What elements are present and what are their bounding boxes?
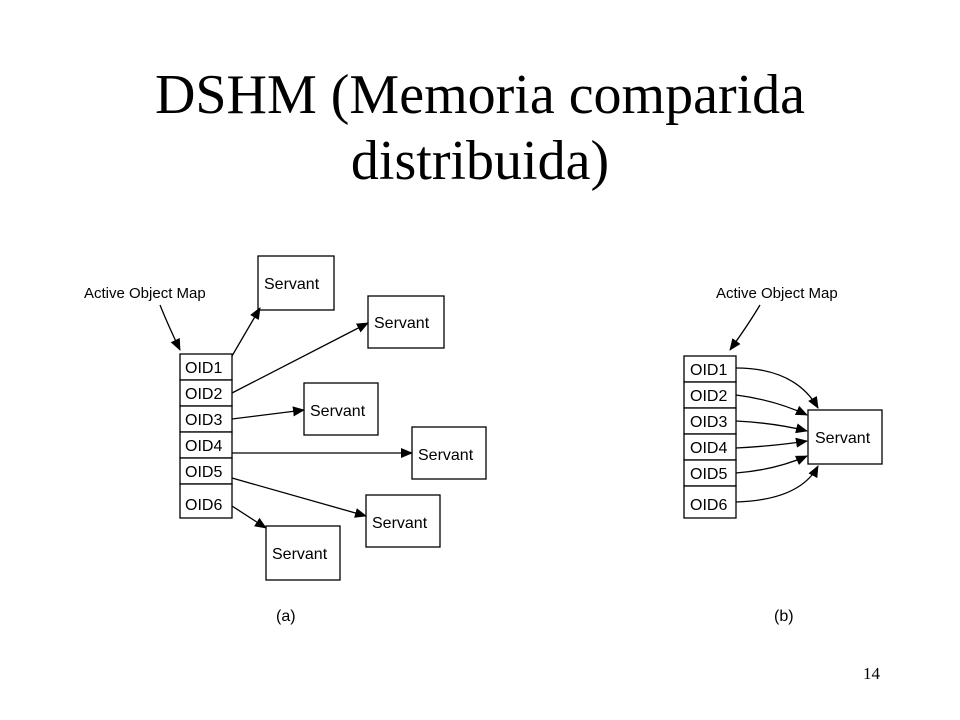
arrow-oid3-to-servant-a-3: [231, 406, 305, 420]
slide-title-line-2: distribuida): [350, 130, 610, 192]
arrow-oid1-to-servant-a-1: [231, 307, 261, 357]
arrow-oid5-to-servant-b: [735, 455, 808, 474]
servant-box-a-4: Servant: [411, 426, 487, 480]
servant-label-a-4: Servant: [418, 447, 474, 464]
oid-label-b-3: OID3: [690, 414, 727, 431]
oid-cell-b-3: [683, 407, 737, 435]
servant-label-a-2: Servant: [374, 315, 430, 332]
arrow-oid5-to-servant-a-5: [231, 477, 367, 518]
servant-box-a-3: Servant: [303, 382, 379, 436]
servant-box-a-1: Servant: [257, 255, 335, 311]
arrow-oid1-to-servant-b: [735, 367, 819, 409]
servant-box-a-2: Servant: [367, 295, 445, 349]
oid-cell-a-6: [179, 483, 233, 519]
active-object-map-label-a: Active Object Map: [84, 285, 206, 302]
oid-label-a-2: OID2: [185, 386, 222, 403]
oid-label-b-5: OID5: [690, 466, 727, 483]
map-label-arrow-a: [159, 304, 181, 351]
arrow-oid4-to-servant-b: [735, 437, 808, 449]
diagram-a: Active Object Map OID1 OID2 OID3 OID4 OI…: [84, 255, 487, 625]
servant-box-a-5: Servant: [365, 494, 441, 548]
arrow-oid2-to-servant-b: [735, 394, 808, 416]
page-number: 14: [863, 664, 880, 683]
slide-title: DSHM (Memoria comparida distribuida): [0, 62, 960, 194]
servant-label-a-1: Servant: [264, 276, 320, 293]
servant-label-a-6: Servant: [272, 546, 328, 563]
diagram-b: Active Object Map OID1 OID2 OID3 OID4 OI…: [683, 285, 883, 625]
servant-box-b: Servant: [807, 409, 883, 465]
active-object-map-label-b: Active Object Map: [716, 285, 838, 302]
slide-title-line-1: DSHM (Memoria comparida: [154, 64, 806, 126]
oid-label-a-6: OID6: [185, 497, 222, 514]
arrow-oid6-to-servant-a-6: [231, 505, 267, 529]
oid-label-a-3: OID3: [185, 412, 222, 429]
oid-table-a: OID1 OID2 OID3 OID4 OID5 OID6: [179, 353, 233, 519]
oid-label-b-1: OID1: [690, 362, 727, 379]
caption-b: (b): [774, 608, 794, 625]
oid-cell-b-2: [683, 381, 737, 409]
servant-box-a-6: Servant: [265, 525, 341, 581]
arrow-oid6-to-servant-b: [735, 465, 819, 503]
oid-table-b: OID1 OID2 OID3 OID4 OID5 OID6: [683, 355, 737, 519]
oid-label-a-5: OID5: [185, 464, 222, 481]
oid-label-b-6: OID6: [690, 497, 727, 514]
servant-label-a-5: Servant: [372, 515, 428, 532]
arrow-oid2-to-servant-a-2: [231, 322, 369, 394]
oid-label-b-4: OID4: [690, 440, 727, 457]
caption-a: (a): [276, 608, 296, 625]
oid-cell-b-6: [683, 485, 737, 519]
servant-label-b: Servant: [815, 430, 871, 447]
arrow-oid3-to-servant-b: [735, 420, 808, 434]
oid-label-a-4: OID4: [185, 438, 222, 455]
oid-label-a-1: OID1: [185, 360, 222, 377]
oid-cell-b-5: [683, 459, 737, 487]
oid-label-b-2: OID2: [690, 388, 727, 405]
map-label-arrow-b: [729, 304, 761, 351]
servant-label-a-3: Servant: [310, 403, 366, 420]
oid-cell-a-5: [179, 457, 233, 485]
